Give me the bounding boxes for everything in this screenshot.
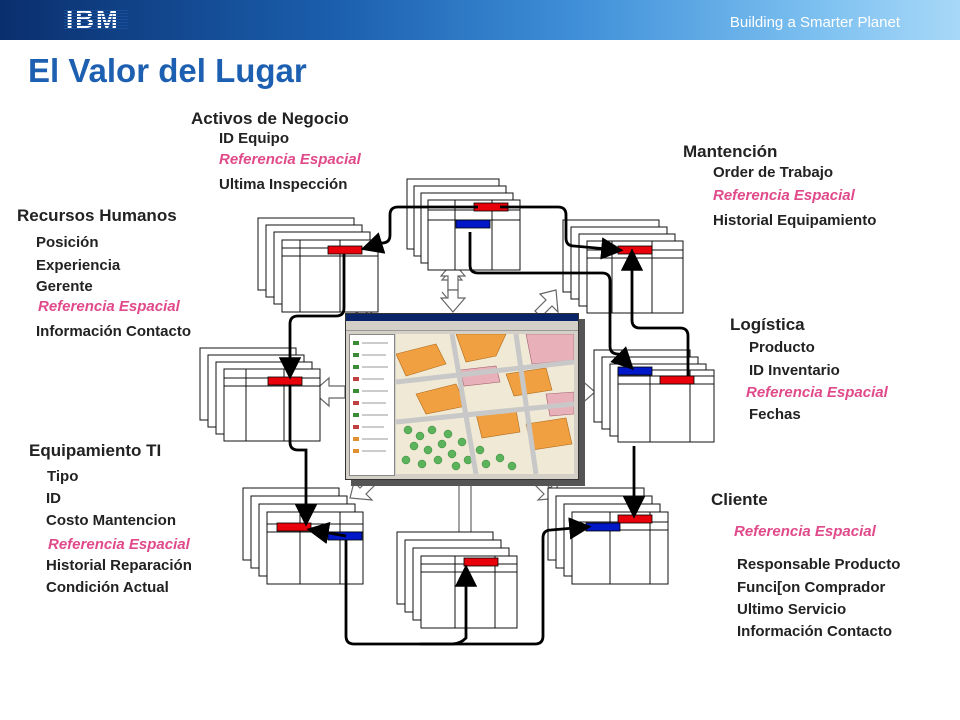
logistica-item-1: ID Inventario bbox=[749, 362, 840, 379]
heading-cliente: Cliente bbox=[711, 490, 768, 509]
connector-logistica-mantencion bbox=[620, 248, 690, 376]
connector-recursos-left bbox=[278, 254, 346, 380]
key-red-equipamiento bbox=[276, 522, 312, 532]
key-red-recursos bbox=[327, 245, 363, 255]
tagline: Building a Smarter Planet bbox=[729, 14, 900, 31]
block-arrow-down bbox=[439, 289, 467, 313]
block-arrow-sw bbox=[349, 476, 378, 501]
map-application-window bbox=[345, 313, 579, 480]
mantencion-item-1: Referencia Espacial bbox=[713, 187, 855, 204]
connector-activos-logistica bbox=[468, 232, 634, 370]
logistica-item-0: Producto bbox=[749, 339, 815, 356]
equipamiento-item-1: ID bbox=[46, 490, 61, 507]
connector-equip-blue bbox=[306, 521, 347, 544]
table-stack-activos bbox=[406, 178, 521, 271]
recursos-item-0: Posición bbox=[36, 234, 99, 251]
key-red-bottom bbox=[463, 557, 499, 567]
table-stack-mantencion bbox=[562, 219, 684, 314]
mantencion-item-0: Order de Trabajo bbox=[713, 164, 834, 181]
table-stack-cliente bbox=[547, 487, 669, 585]
city-map-graphic bbox=[396, 334, 574, 474]
table-stack-bottom bbox=[396, 531, 518, 629]
activos-item-0: ID Equipo bbox=[219, 130, 289, 147]
heading-recursos: Recursos Humanos bbox=[17, 206, 177, 225]
mantencion-item-2: Historial Equipamiento bbox=[713, 212, 877, 229]
key-red-cliente bbox=[617, 514, 653, 524]
table-stack-left bbox=[199, 347, 321, 442]
connector-activos-recursos bbox=[360, 205, 478, 254]
logistica-item-2: Referencia Espacial bbox=[746, 384, 888, 401]
layer-list-icons bbox=[353, 341, 388, 453]
heading-logistica: Logística bbox=[730, 315, 805, 334]
equipamiento-item-0: Tipo bbox=[47, 468, 79, 485]
cliente-item-0: Referencia Espacial bbox=[734, 523, 876, 540]
cliente-item-3: Ultimo Servicio bbox=[737, 601, 847, 618]
layer-list-panel bbox=[349, 334, 395, 476]
logistica-item-3: Fechas bbox=[749, 406, 801, 423]
recursos-item-2: Gerente bbox=[36, 278, 93, 295]
equipamiento-item-2: Costo Mantencion bbox=[46, 512, 176, 529]
connector-bottom-cliente bbox=[420, 517, 592, 646]
cliente-item-4: Información Contacto bbox=[737, 623, 893, 640]
equipamiento-item-5: Condición Actual bbox=[46, 579, 169, 596]
recursos-item-3: Referencia Espacial bbox=[38, 298, 180, 315]
equipamiento-item-4: Historial Reparación bbox=[46, 557, 192, 574]
connector-activos-mantencion bbox=[500, 205, 624, 260]
cliente-item-2: Funci[on Comprador bbox=[737, 579, 886, 596]
heading-mantencion: Mantención bbox=[683, 142, 778, 161]
cliente-item-1: Responsable Producto bbox=[737, 556, 901, 573]
heading-activos: Activos de Negocio bbox=[191, 109, 349, 128]
connector-left-equipamiento bbox=[288, 385, 318, 527]
window-title-bar bbox=[346, 314, 578, 321]
key-red-logistica bbox=[659, 375, 695, 385]
city-map-view bbox=[396, 334, 574, 474]
activos-item-1: Referencia Espacial bbox=[219, 151, 361, 168]
equipamiento-item-3: Referencia Espacial bbox=[48, 536, 190, 553]
key-blue-cliente bbox=[585, 522, 621, 532]
block-arrow-right bbox=[577, 376, 596, 408]
header-banner bbox=[0, 0, 960, 40]
table-stack-logistica bbox=[593, 349, 715, 443]
window-toolbar bbox=[346, 321, 578, 331]
recursos-item-4: Información Contacto bbox=[36, 323, 192, 340]
key-blue-activos bbox=[455, 219, 491, 229]
key-red-left bbox=[267, 376, 303, 386]
connector-equipamiento-bottom bbox=[344, 540, 478, 646]
activos-item-2: Ultima Inspección bbox=[219, 176, 348, 193]
page-title: El Valor del Lugar bbox=[28, 52, 307, 89]
key-blue-logistica bbox=[617, 366, 653, 376]
recursos-item-1: Experiencia bbox=[36, 257, 121, 274]
table-stack-recursos bbox=[257, 217, 379, 313]
key-red-mantencion bbox=[617, 245, 653, 255]
heading-equipamiento: Equipamiento TI bbox=[29, 441, 162, 460]
